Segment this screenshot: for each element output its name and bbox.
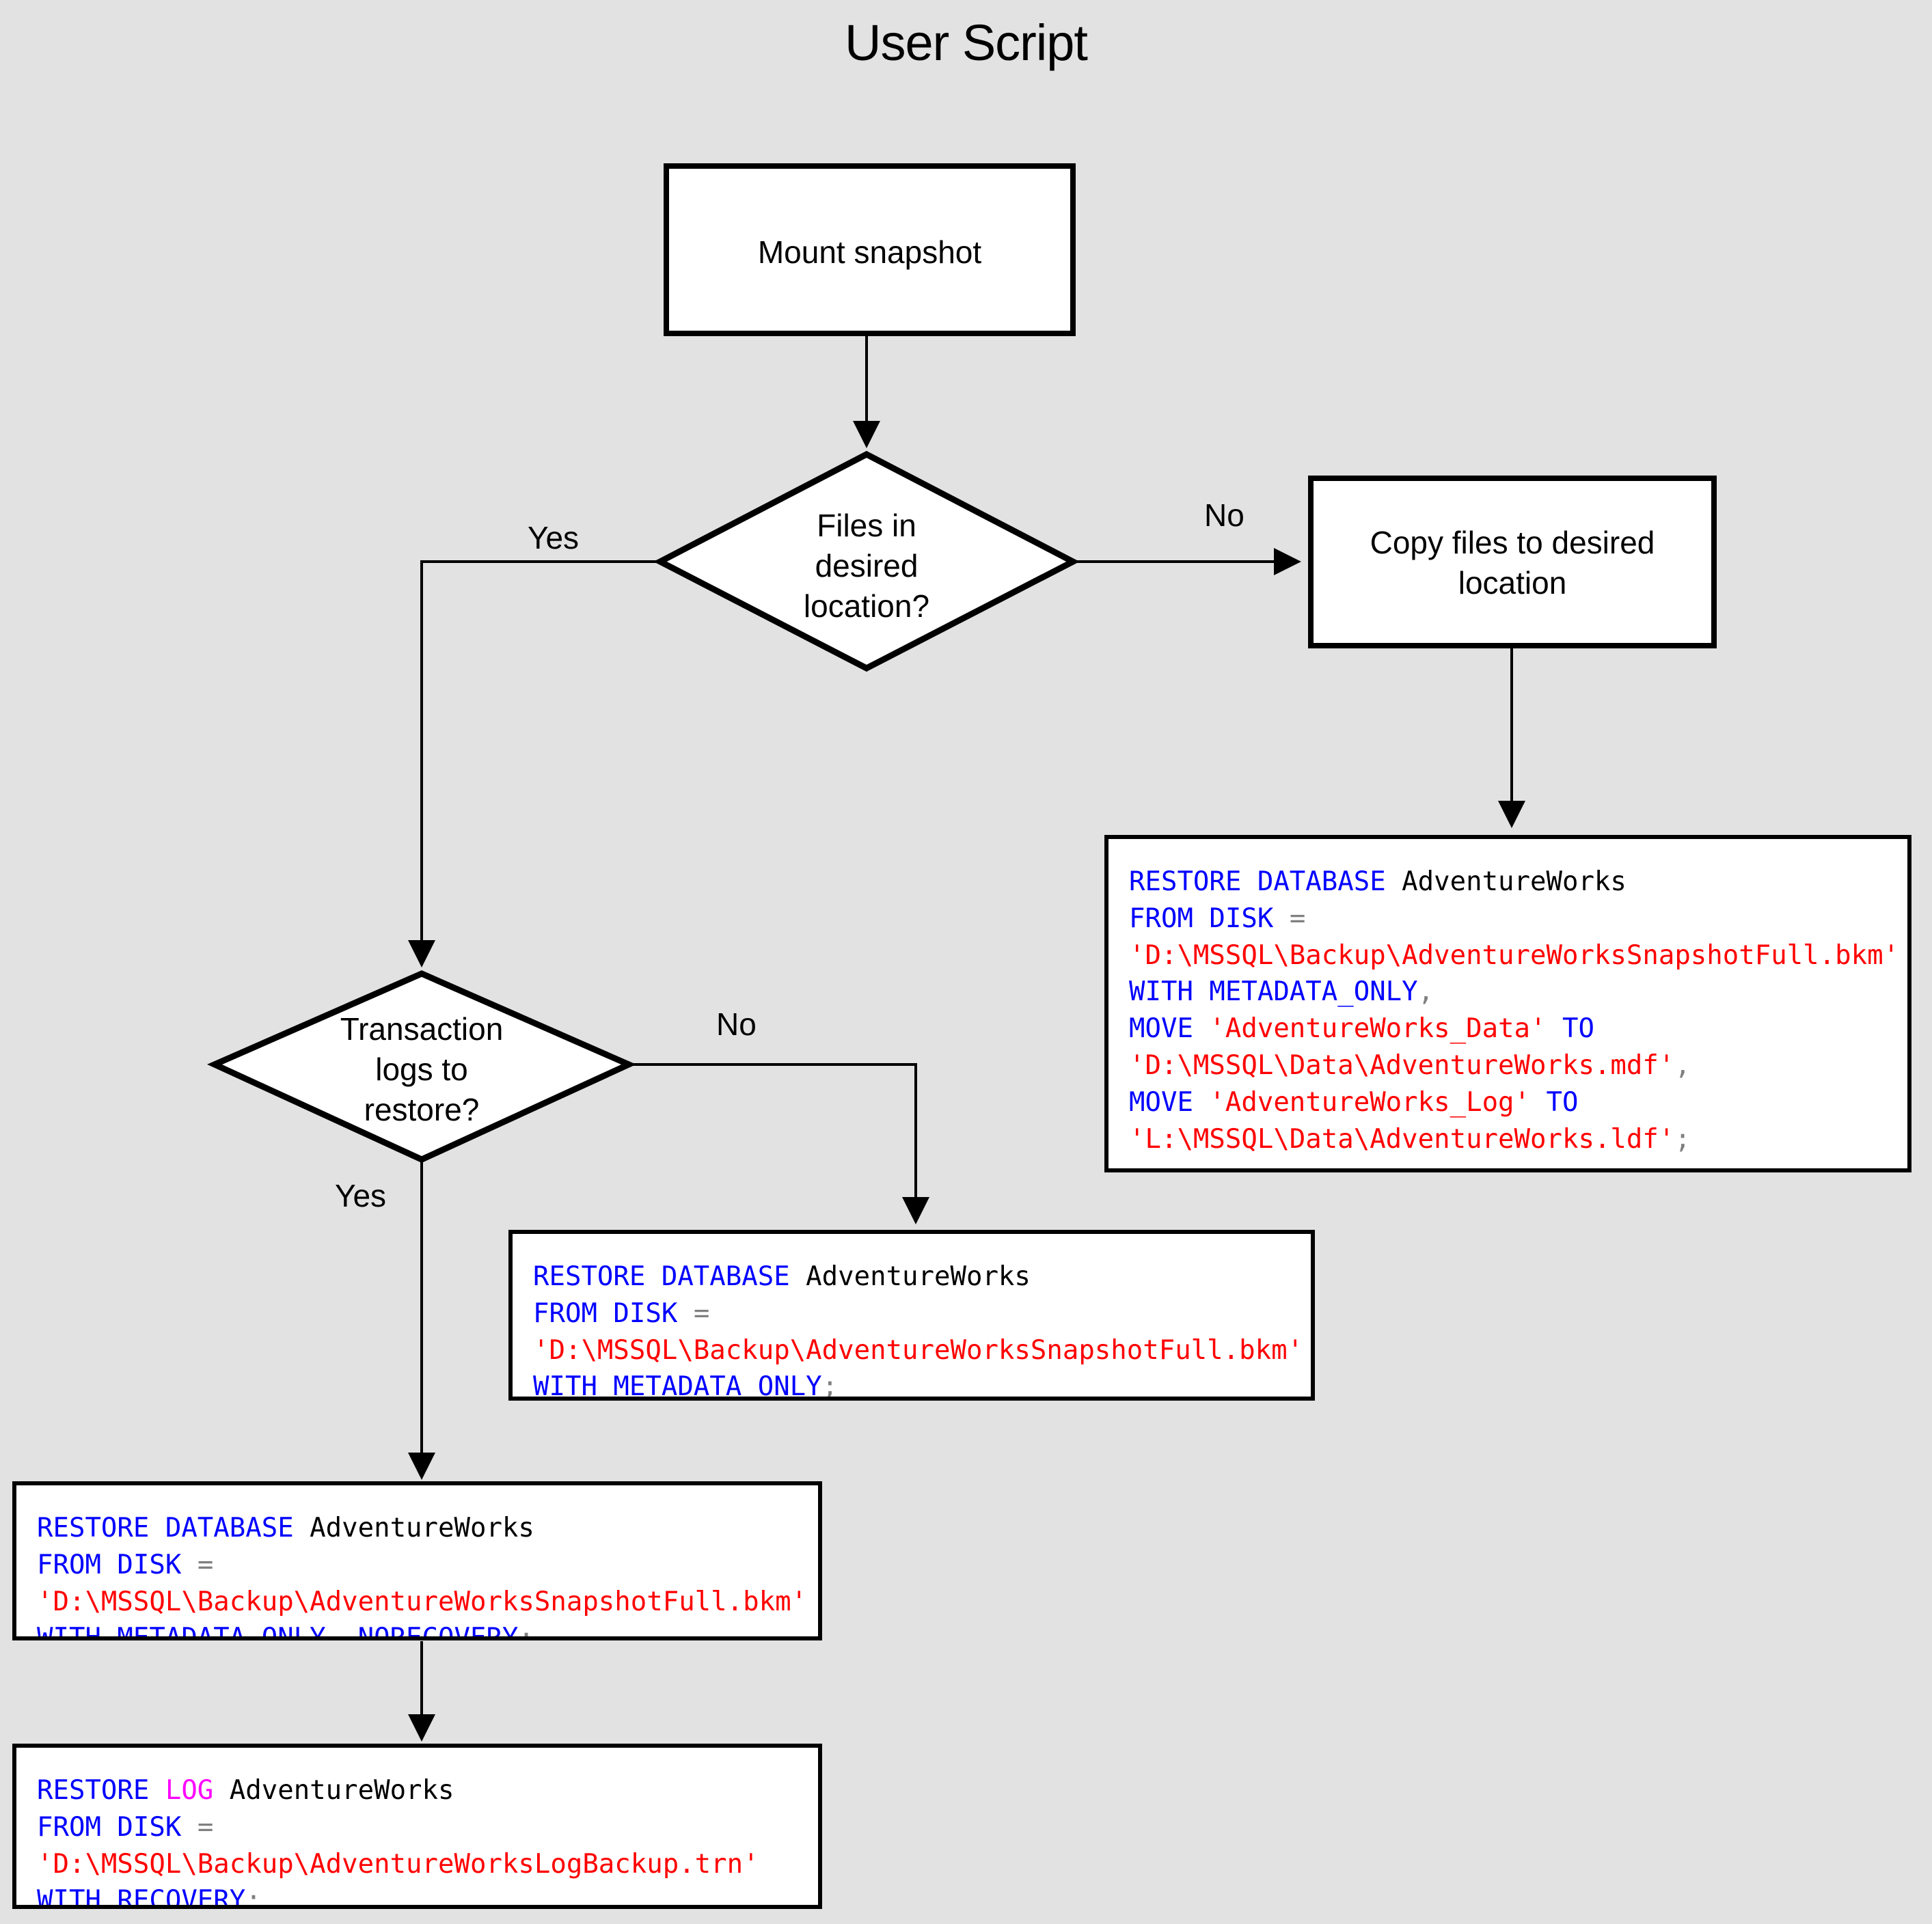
edge-logs-no-to-restore-metadata	[630, 1063, 929, 1224]
code-block-restore-with-move: RESTORE DATABASE AdventureWorks FROM DIS…	[1104, 835, 1911, 1172]
edge-label-files-yes: Yes	[528, 520, 580, 555]
code-block-restore-norecovery: RESTORE DATABASE AdventureWorks FROM DIS…	[12, 1481, 822, 1640]
edge-label-files-no: No	[1204, 497, 1244, 533]
edge-label-logs-yes: Yes	[335, 1178, 387, 1213]
code-block-restore-metadata-only: RESTORE DATABASE AdventureWorks FROM DIS…	[508, 1230, 1315, 1401]
shape-files-in-desired-location	[653, 450, 1080, 672]
shape-mount-snapshot	[664, 163, 1076, 336]
edge-files-yes-to-logs	[408, 560, 659, 967]
page-title: User Script	[845, 14, 1088, 71]
code-block-restore-log: RESTORE LOG AdventureWorks FROM DISK = '…	[12, 1744, 822, 1909]
shape-transaction-logs	[207, 970, 636, 1163]
edge-label-logs-no: No	[716, 1006, 757, 1042]
shape-copy-files	[1308, 476, 1717, 648]
